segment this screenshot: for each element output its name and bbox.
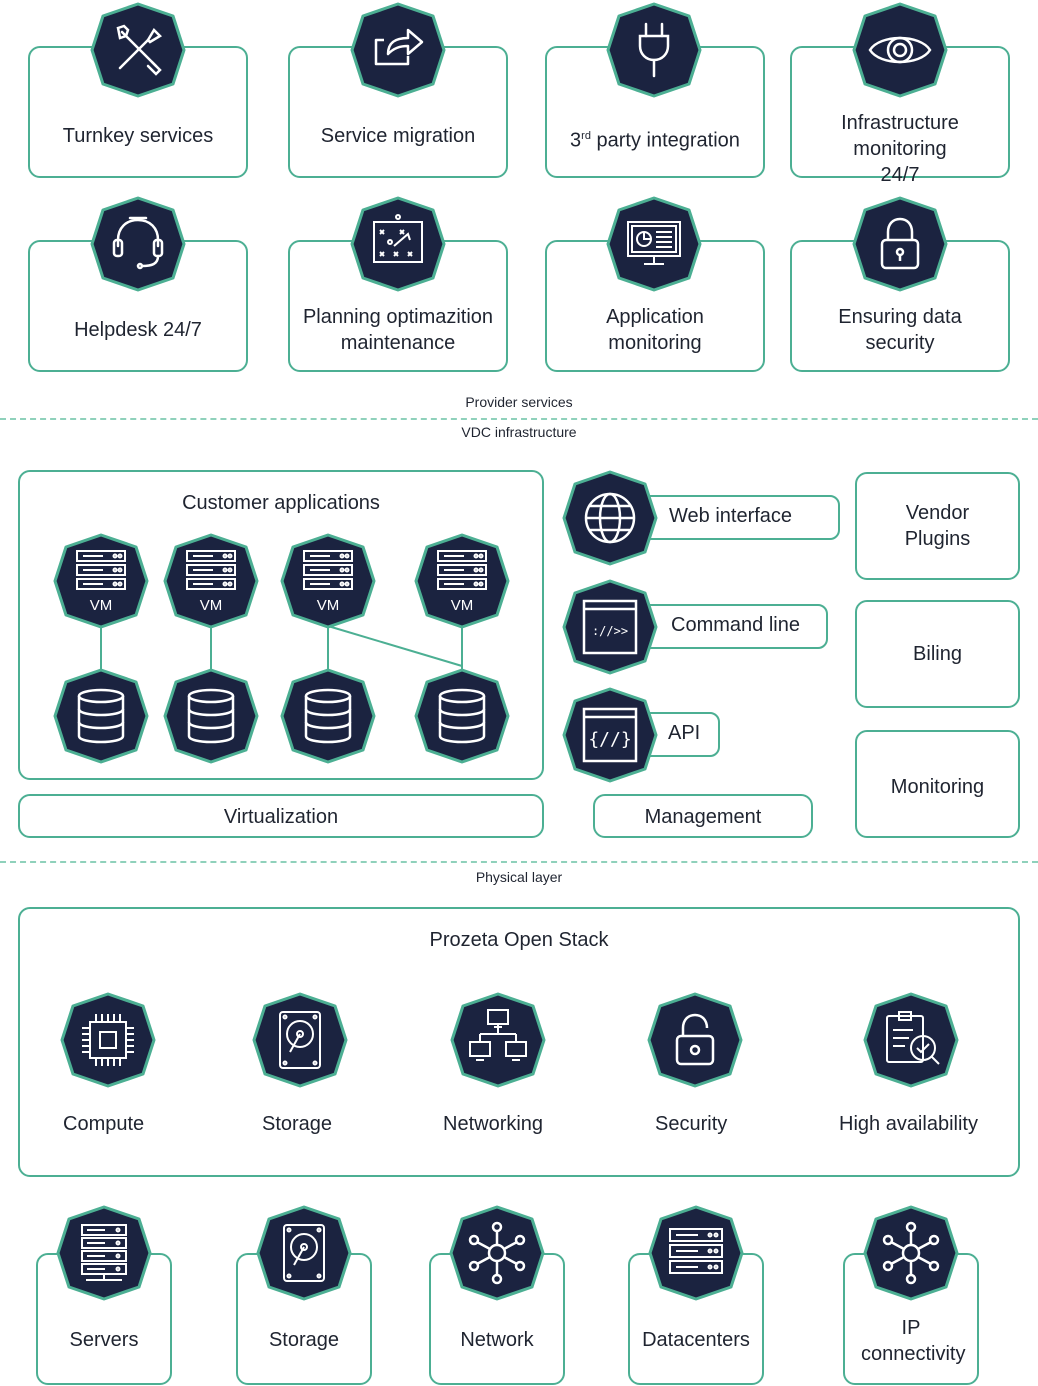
compute-label: Compute [63,1113,145,1135]
hub-icon [449,1205,545,1301]
physical-card: Servers [36,1253,172,1385]
vm-server-icon: VM [53,533,149,629]
database-icon [280,668,376,764]
network-label: Network [460,1329,534,1351]
openstack-title: Prozeta Open Stack [429,929,609,951]
provider-services-caption: Provider services [465,394,573,410]
padlock-icon [852,196,948,292]
api-label: API [668,722,701,744]
service-card: Planning optimazition maintenance [288,240,508,372]
database-icon [163,668,259,764]
command-line-label: Command line [671,614,800,636]
virtualization-bar: Virtualization [18,794,544,838]
service-label: 3rd party integration [570,129,740,152]
vdc-infrastructure-caption: VDC infrastructure [461,424,577,440]
service-label: Service migration [320,125,476,147]
datacenter-icon [648,1205,744,1301]
section-divider [0,418,1038,420]
physical-layer-caption: Physical layer [475,869,563,885]
virtualization-label: Virtualization [223,806,339,828]
network-icon [450,992,546,1088]
billing-box: Biling [855,600,1020,708]
vm-label: VM [450,597,474,614]
service-label: Turnkey services [62,125,214,147]
service-card: Service migration [288,46,508,178]
svg-text:://>>: ://>> [592,624,628,638]
management-label: Management [644,806,762,828]
strategy-board-icon [350,196,446,292]
database-icon [53,668,149,764]
vendor-plugins-label: Vendor Plugins [904,502,971,550]
plug-icon [606,2,702,98]
svg-text:{//}: {//} [588,729,631,750]
vm-server-icon: VM [163,533,259,629]
service-label: Application monitoring [606,306,704,354]
hard-drive-icon [256,1205,352,1301]
security-label: Security [655,1113,728,1135]
service-label: Infrastructure monitoring 24/7 [841,112,959,186]
globe-icon [562,470,658,566]
vm-label: VM [89,597,113,614]
eye-icon [852,2,948,98]
openstack-box: Prozeta Open Stack [18,907,1020,1177]
terminal-icon: ://>> [562,579,658,675]
ip-connectivity-label: IP connectivity [861,1317,966,1365]
code-icon: {//} [562,687,658,783]
vm-connections [100,620,463,672]
physical-card: Datacenters [628,1253,764,1385]
vm-label: VM [199,597,223,614]
service-label: Helpdesk 24/7 [74,319,202,341]
share-icon [350,2,446,98]
vendor-plugins-box: Vendor Plugins [855,472,1020,580]
server-rack-icon [56,1205,152,1301]
service-label: Ensuring data security [838,306,962,354]
database-icon [414,668,510,764]
high-availability-label: High availability [839,1113,978,1135]
billing-label: Biling [913,643,962,665]
headset-icon [90,196,186,292]
hard-drive-icon [252,992,348,1088]
vm-server-icon: VM [280,533,376,629]
vm-server-icon: VM [414,533,510,629]
service-label: Planning optimazition maintenance [302,306,494,354]
monitoring-box: Monitoring [855,730,1020,838]
monitoring-label: Monitoring [890,776,985,798]
web-interface-label: Web interface [669,505,793,527]
hub-icon [863,1205,959,1301]
unlocked-padlock-icon [647,992,743,1088]
storage-label: Storage [262,1113,333,1135]
management-bar: Management [593,794,813,838]
datacenters-label: Datacenters [642,1329,750,1351]
storage-label: Storage [268,1329,340,1351]
customer-applications-title: Customer applications [182,492,380,514]
vm-label: VM [316,597,340,614]
clipboard-check-icon [863,992,959,1088]
cpu-icon [60,992,156,1088]
tools-icon [90,2,186,98]
section-divider [0,861,1038,863]
monitor-icon [606,196,702,292]
servers-label: Servers [69,1329,139,1351]
networking-label: Networking [443,1113,544,1135]
